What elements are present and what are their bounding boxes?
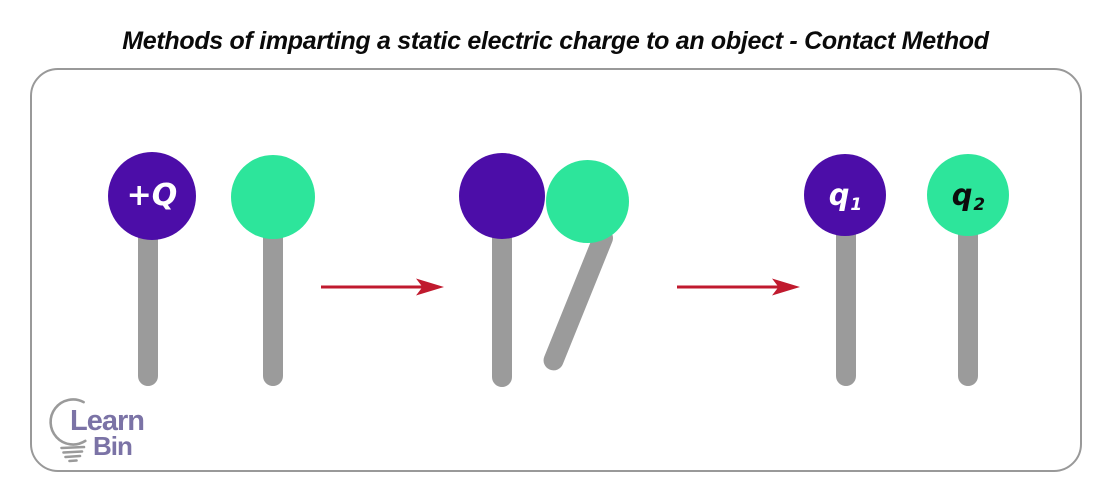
learnbin-logo: Learn Bin xyxy=(46,394,166,466)
touching-sphere xyxy=(546,160,629,243)
logo-text-bin: Bin xyxy=(93,431,133,461)
insulating-stand xyxy=(492,200,512,387)
insulating-stand xyxy=(138,200,158,386)
insulating-stand xyxy=(836,200,856,386)
lightbulb-icon xyxy=(49,398,87,463)
sphere-label: +Q xyxy=(126,178,178,213)
neutral-sphere xyxy=(231,155,315,239)
charged-sphere: +Q xyxy=(108,152,196,240)
diagram-panel xyxy=(30,68,1082,472)
charged-sphere-q2: q2 xyxy=(927,154,1009,236)
right-arrow-icon xyxy=(677,278,800,296)
insulating-stand xyxy=(263,200,283,386)
right-arrow-icon xyxy=(321,278,444,296)
insulating-stand xyxy=(958,200,978,386)
page-title: Methods of imparting a static electric c… xyxy=(122,27,989,55)
sphere-label: q2 xyxy=(951,177,986,215)
charged-sphere-q1: q1 xyxy=(804,154,886,236)
charged-sphere xyxy=(459,153,545,239)
sphere-label: q1 xyxy=(828,177,863,215)
logo-text-learn: Learn xyxy=(70,405,145,437)
